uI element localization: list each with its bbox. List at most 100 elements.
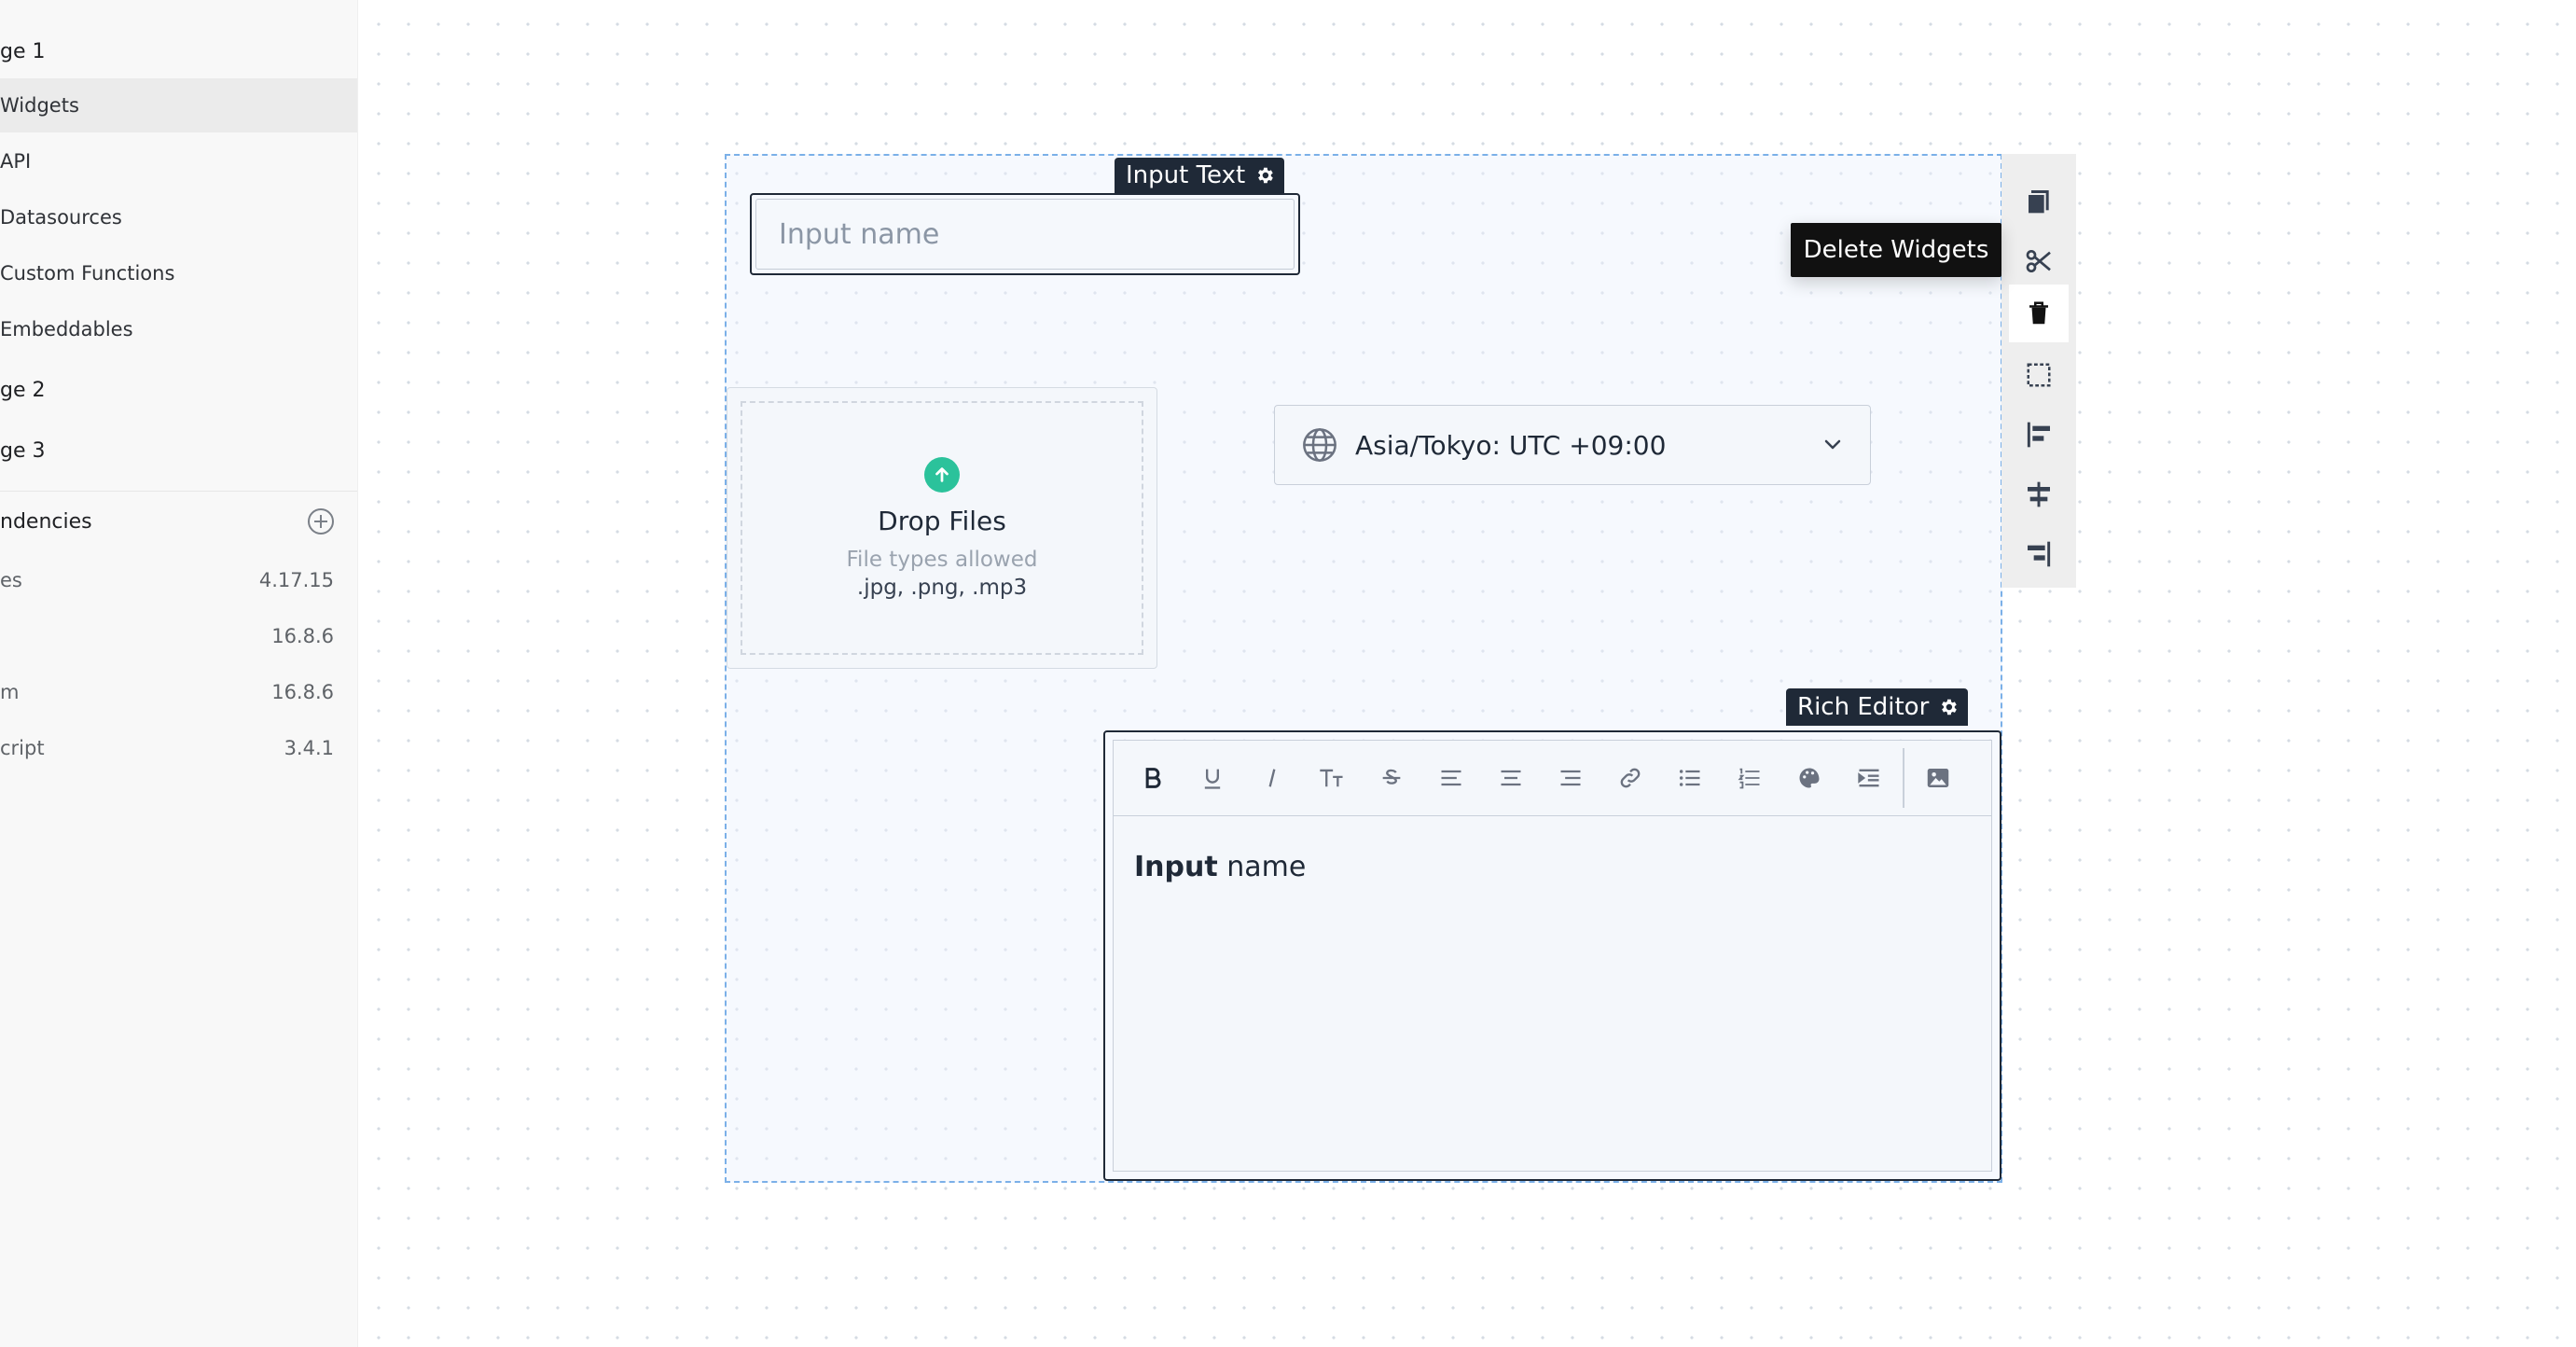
bold-button[interactable]	[1123, 748, 1183, 808]
delete-widgets-tooltip: Delete Widgets	[1791, 223, 2001, 277]
cut-button[interactable]	[2009, 232, 2069, 290]
sidebar-divider	[0, 491, 357, 492]
gear-icon[interactable]	[1938, 697, 1959, 717]
sidebar-item-label: Custom Functions	[0, 262, 175, 285]
name-input-placeholder: Input name	[779, 217, 940, 251]
align-left-widgets-icon	[2027, 422, 2050, 448]
rich-editor-bold-text: Input	[1134, 851, 1218, 883]
dependency-version: 3.4.1	[284, 737, 334, 759]
align-center-widgets-button[interactable]	[2009, 465, 2069, 523]
indent-button[interactable]	[1839, 748, 1899, 808]
indent-icon	[1858, 769, 1879, 787]
palette-icon	[1799, 768, 1820, 788]
sidebar-item-label: ge 3	[0, 438, 46, 463]
sidebar-item-embeddables[interactable]: Embeddables	[0, 302, 357, 356]
dependency-name: es	[0, 569, 22, 591]
sidebar-item-page-3[interactable]: ge 3	[0, 424, 357, 478]
bullet-list-button[interactable]	[1660, 748, 1720, 808]
name-input[interactable]: Input name	[755, 199, 1295, 270]
align-center-button[interactable]	[1481, 748, 1541, 808]
widget-action-toolbar	[2001, 154, 2076, 588]
text-size-button[interactable]	[1302, 748, 1362, 808]
gear-icon[interactable]	[1254, 165, 1275, 186]
dependencies-label: ndencies	[0, 509, 92, 534]
sidebar-item-label: API	[0, 150, 32, 173]
underline-button[interactable]	[1183, 748, 1242, 808]
add-dependency-icon[interactable]	[308, 508, 334, 535]
image-icon	[1927, 769, 1948, 787]
dashed-square-icon	[2027, 363, 2051, 387]
globe-icon	[1303, 428, 1336, 462]
bold-icon	[1145, 768, 1161, 788]
align-center-widgets-icon	[2028, 481, 2050, 507]
sidebar-item-page-1[interactable]: ge 1	[0, 24, 357, 78]
align-right-icon	[1560, 770, 1581, 786]
align-left-button[interactable]	[1421, 748, 1481, 808]
rich-editor-text: name	[1217, 851, 1307, 883]
drop-zone[interactable]: Drop Files File types allowed .jpg, .png…	[741, 401, 1143, 655]
dependency-version: 16.8.6	[271, 625, 334, 647]
align-right-button[interactable]	[1541, 748, 1600, 808]
italic-icon	[1268, 769, 1276, 787]
toolbar-separator	[1903, 748, 1904, 808]
rich-editor-toolbar	[1114, 741, 1991, 816]
dependency-name: cript	[0, 737, 45, 759]
dependency-item: m 16.8.6	[0, 665, 357, 719]
delete-button[interactable]	[2009, 285, 2069, 342]
widget-label-text: Rich Editor	[1797, 693, 1930, 721]
drop-files-subtitle: File types allowed	[846, 547, 1038, 572]
input-text-widget-label[interactable]: Input Text	[1115, 158, 1285, 193]
strikethrough-icon	[1382, 769, 1401, 785]
align-left-widgets-button[interactable]	[2009, 406, 2069, 464]
dependency-version: 4.17.15	[258, 569, 334, 591]
sidebar-item-api[interactable]: API	[0, 134, 357, 188]
color-button[interactable]	[1780, 748, 1839, 808]
sidebar-item-label: Embeddables	[0, 318, 133, 340]
dependency-name: m	[0, 681, 20, 703]
select-group-button[interactable]	[2009, 346, 2069, 404]
sidebar-item-label: ge 2	[0, 378, 46, 402]
dependency-item: cript 3.4.1	[0, 721, 357, 775]
upload-icon	[924, 456, 960, 493]
sidebar-item-label: ge 1	[0, 39, 46, 63]
trash-icon	[2029, 301, 2048, 325]
italic-button[interactable]	[1242, 748, 1302, 808]
rich-editor-frame: Input name	[1113, 740, 1992, 1172]
text-size-icon	[1320, 769, 1343, 787]
strikethrough-button[interactable]	[1362, 748, 1421, 808]
dependencies-header: ndencies	[0, 494, 357, 549]
scissors-icon	[2026, 250, 2051, 272]
copy-icon	[2027, 190, 2049, 215]
align-right-widgets-button[interactable]	[2009, 525, 2069, 583]
align-right-widgets-icon	[2028, 541, 2051, 567]
underline-icon	[1204, 769, 1221, 789]
drop-files-title: Drop Files	[878, 505, 1006, 536]
chevron-down-icon[interactable]	[1821, 434, 1844, 456]
sidebar: ge 1 Widgets API Datasources Custom Func…	[0, 0, 358, 1347]
timezone-value: Asia/Tokyo: UTC +09:00	[1355, 429, 1667, 461]
dependency-item: 16.8.6	[0, 609, 357, 663]
file-picker-widget[interactable]: Drop Files File types allowed .jpg, .png…	[727, 387, 1157, 669]
numbered-list-button[interactable]	[1720, 748, 1780, 808]
sidebar-item-page-2[interactable]: ge 2	[0, 363, 357, 417]
sidebar-item-widgets[interactable]: Widgets	[0, 78, 357, 132]
rich-editor-content[interactable]: Input name	[1134, 851, 1306, 883]
dependency-item: es 4.17.15	[0, 553, 357, 607]
widget-label-text: Input Text	[1126, 161, 1246, 189]
sidebar-item-custom-functions[interactable]: Custom Functions	[0, 246, 357, 300]
sidebar-item-datasources[interactable]: Datasources	[0, 190, 357, 244]
dependency-version: 16.8.6	[271, 681, 334, 703]
copy-button[interactable]	[2009, 173, 2069, 230]
bullet-list-icon	[1679, 770, 1700, 786]
link-icon	[1620, 768, 1641, 788]
rich-editor-widget-label[interactable]: Rich Editor	[1786, 688, 1969, 726]
rich-editor-widget[interactable]: Input name	[1103, 730, 2001, 1181]
timezone-select[interactable]: Asia/Tokyo: UTC +09:00	[1274, 405, 1871, 485]
insert-image-button[interactable]	[1908, 748, 1968, 808]
input-text-widget[interactable]: Input name	[750, 193, 1300, 275]
sidebar-item-label: Widgets	[0, 94, 79, 117]
numbered-list-icon	[1738, 768, 1760, 789]
drop-files-types: .jpg, .png, .mp3	[856, 575, 1028, 600]
align-center-icon	[1501, 770, 1521, 786]
link-button[interactable]	[1600, 748, 1660, 808]
